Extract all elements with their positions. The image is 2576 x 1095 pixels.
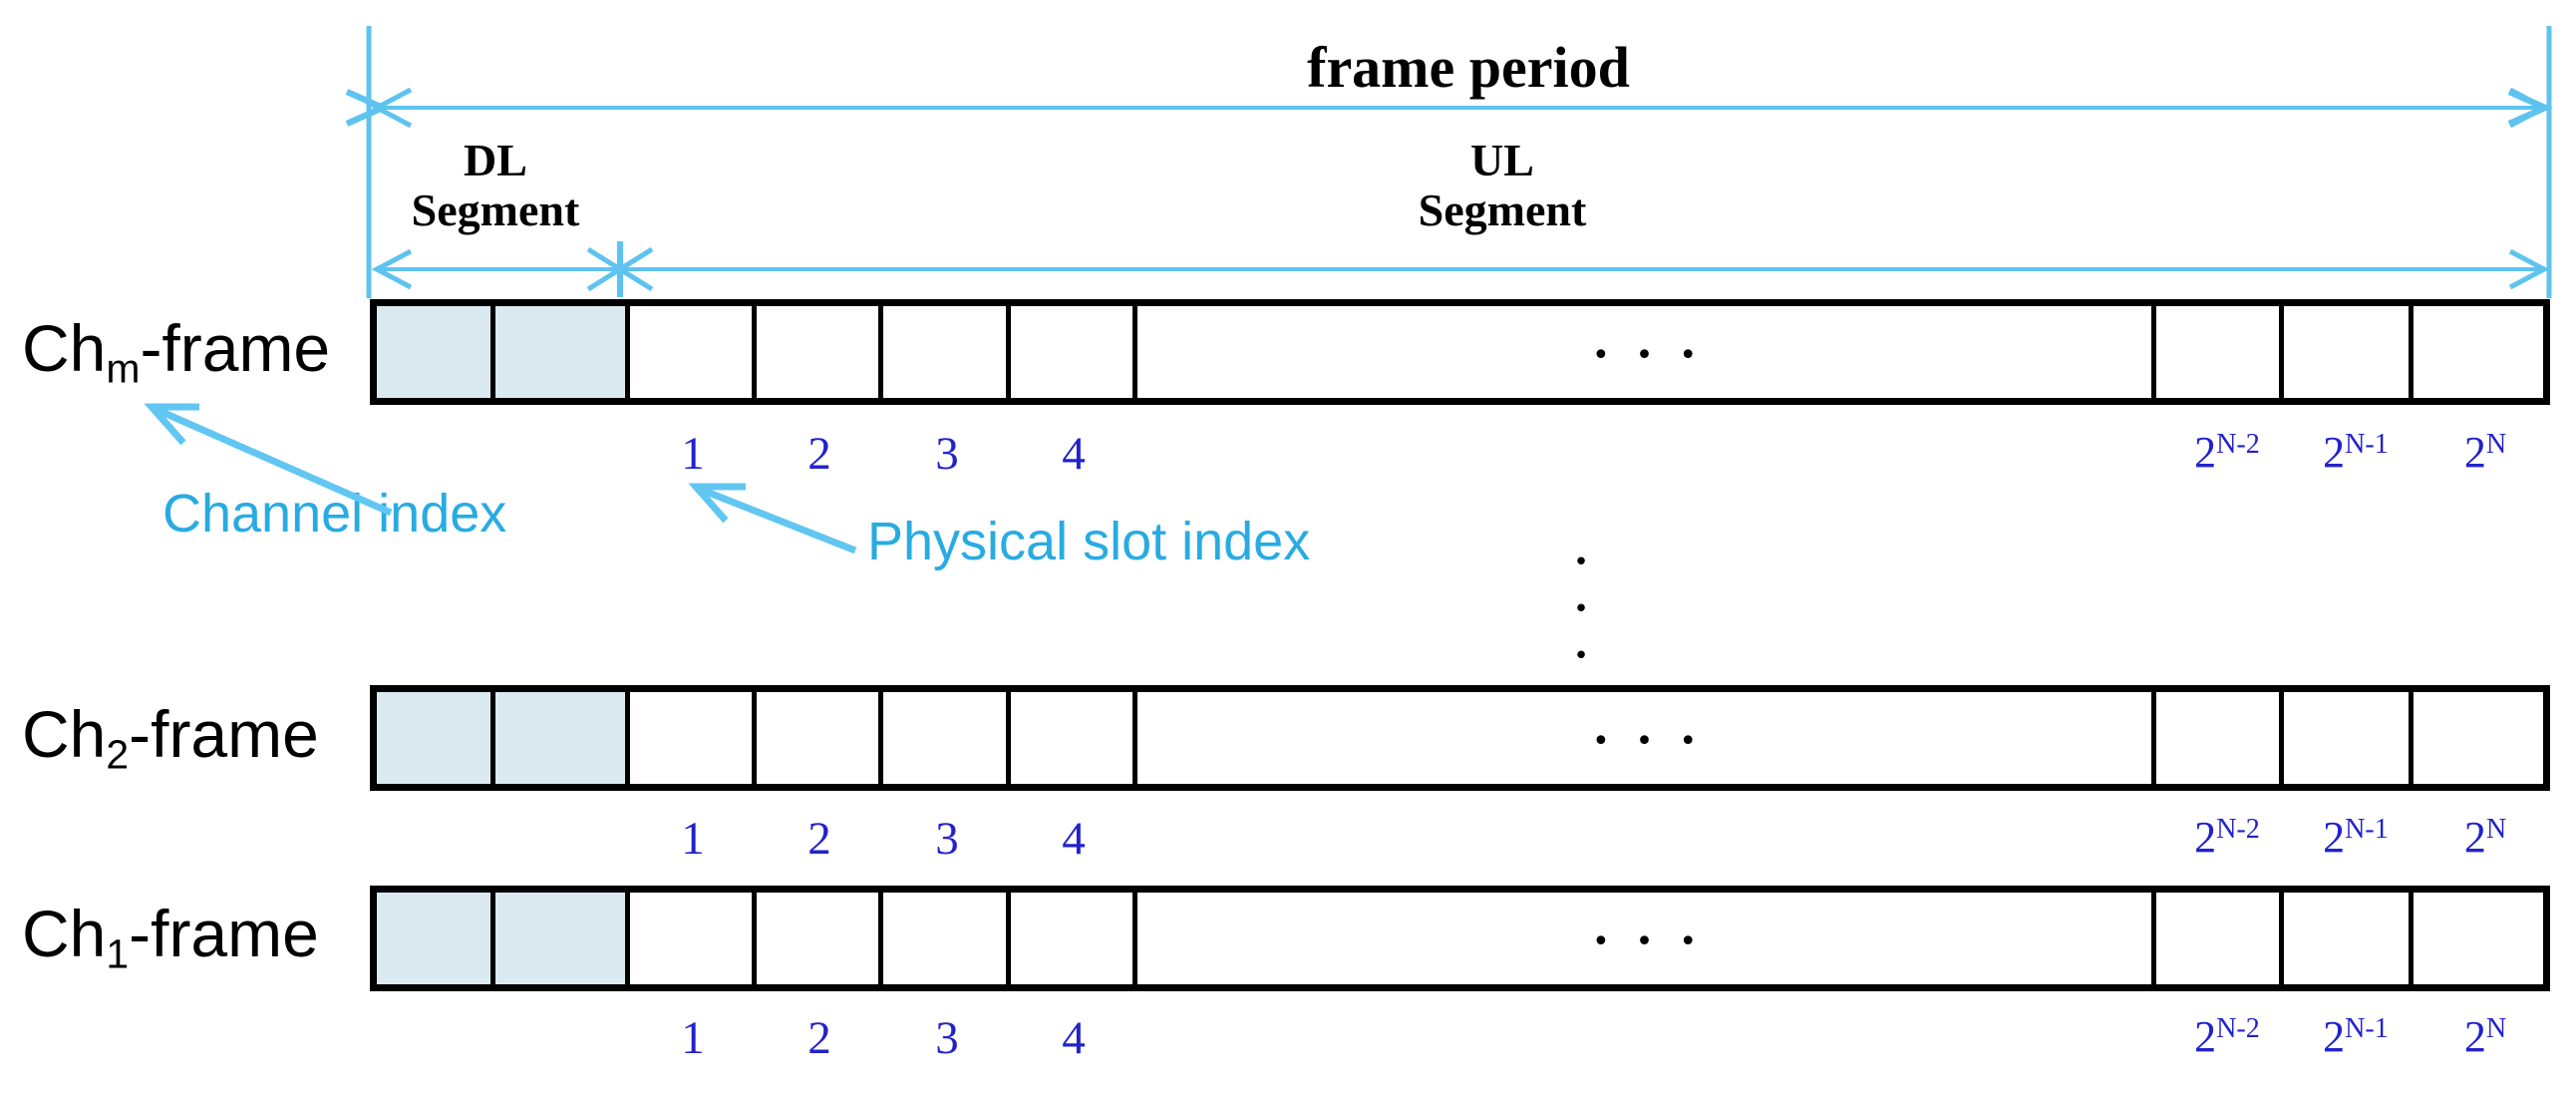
horizontal-ellipsis: •••: [1591, 723, 1724, 759]
physical-slot-arrowhead: [688, 483, 746, 524]
slot-index-2n: 2N: [2463, 813, 2507, 862]
dl-segment-label: DL Segment: [346, 136, 645, 235]
ul-slot-ellipsis: •••: [1137, 692, 2156, 784]
ul-slot-2n-2: [2156, 692, 2284, 784]
slot-index-2n-1: 2N-1: [2323, 813, 2389, 862]
dl-slot: [495, 306, 630, 398]
ul-slot-1: [630, 893, 757, 984]
channel-label-prefix: Ch: [22, 697, 107, 771]
channel-label-prefix: Ch: [22, 897, 107, 970]
ul-slot-ellipsis: •••: [1137, 893, 2156, 984]
channel-index-label: Channel index: [162, 484, 507, 544]
dl-slot: [377, 306, 495, 398]
channel-label-1: Ch1-frame: [22, 896, 351, 977]
ul-slot-2n: [2414, 306, 2543, 398]
ul-slot-2: [757, 893, 883, 984]
segment-arrowhead-right: [2508, 248, 2550, 290]
ul-slot-2n-1: [2284, 893, 2414, 984]
channel-label-suffix: -frame: [129, 897, 319, 970]
slot-index-1: 1: [681, 1012, 705, 1064]
ul-segment-line1: UL: [1470, 135, 1534, 185]
slot-index-2n-1: 2N-1: [2323, 428, 2389, 477]
ul-slot-4: [1011, 306, 1137, 398]
ul-slot-2: [757, 692, 883, 784]
slot-index-3: 3: [935, 813, 959, 865]
slot-index-4: 4: [1062, 428, 1086, 480]
slot-index-2n-2: 2N-2: [2194, 813, 2260, 862]
channel-label-sub: m: [106, 345, 141, 392]
ul-slot-2n: [2414, 893, 2543, 984]
slot-index-2n: 2N: [2463, 428, 2507, 477]
slot-index-1: 1: [681, 813, 705, 865]
slot-index-4: 4: [1062, 1012, 1086, 1064]
segment-arrowhead-left: [371, 248, 413, 290]
ul-slot-3: [883, 306, 1011, 398]
slot-index-4: 4: [1062, 813, 1086, 865]
dl-segment-line1: DL: [464, 135, 527, 185]
slot-index-2n-2: 2N-2: [2194, 1012, 2260, 1061]
slot-index-row-chm: 1 2 3 4 2N-2 2N-1 2N: [0, 427, 2576, 487]
channel-label-m: Chm-frame: [22, 310, 351, 392]
dl-segment-line2: Segment: [411, 184, 580, 235]
vertical-ellipsis: • • •: [1573, 548, 1589, 671]
ul-slot-2n-2: [2156, 306, 2284, 398]
ul-slot-2n-1: [2284, 306, 2414, 398]
ul-slot-1: [630, 692, 757, 784]
segment-split-arrowhead-ul: [615, 246, 654, 292]
slot-index-2: 2: [807, 428, 831, 480]
dl-slot: [377, 692, 495, 784]
ul-slot-4: [1011, 893, 1137, 984]
ul-slot-2n-1: [2284, 692, 2414, 784]
horizontal-ellipsis: •••: [1591, 337, 1724, 373]
slot-index-1: 1: [681, 428, 705, 480]
slot-index-2n-1: 2N-1: [2323, 1012, 2389, 1061]
ul-segment-label: UL Segment: [1303, 136, 1702, 235]
dl-slot: [495, 893, 630, 984]
segment-split-arrowhead-dl: [586, 246, 625, 292]
frame-bar-chm: •••: [370, 299, 2550, 405]
channel-label-suffix: -frame: [140, 311, 331, 385]
frame-bar-ch2: •••: [370, 685, 2550, 791]
horizontal-ellipsis: •••: [1591, 923, 1724, 959]
slot-index-row-ch2: 1 2 3 4 2N-2 2N-1 2N: [0, 812, 2576, 872]
dl-slot: [495, 692, 630, 784]
ul-slot-2: [757, 306, 883, 398]
ul-slot-2n-2: [2156, 893, 2284, 984]
channel-label-prefix: Ch: [22, 311, 107, 385]
slot-index-3: 3: [935, 1012, 959, 1064]
frame-bar-ch1: •••: [370, 886, 2550, 991]
channel-label-sub: 1: [106, 930, 130, 977]
slot-index-2: 2: [807, 1012, 831, 1064]
slot-index-3: 3: [935, 428, 959, 480]
ul-slot-3: [883, 692, 1011, 784]
ul-slot-3: [883, 893, 1011, 984]
physical-slot-index-label: Physical slot index: [867, 512, 1311, 571]
ul-slot-4: [1011, 692, 1137, 784]
physical-slot-arrow: [702, 487, 857, 554]
channel-label-suffix: -frame: [129, 697, 319, 771]
slot-index-2n: 2N: [2463, 1012, 2507, 1061]
frame-period-arrowhead-left: [371, 87, 413, 129]
slot-index-2: 2: [807, 813, 831, 865]
slot-index-2n-2: 2N-2: [2194, 428, 2260, 477]
channel-label-2: Ch2-frame: [22, 696, 351, 778]
ul-slot-2n: [2414, 692, 2543, 784]
slot-index-row-ch1: 1 2 3 4 2N-2 2N-1 2N: [0, 1011, 2576, 1071]
ul-slot-1: [630, 306, 757, 398]
frame-period-arrowhead-right: [2508, 87, 2550, 129]
dl-slot: [377, 893, 495, 984]
ul-slot-ellipsis: •••: [1137, 306, 2156, 398]
frame-period-title: frame period: [1307, 35, 1630, 100]
ul-segment-line2: Segment: [1418, 184, 1587, 235]
channel-label-sub: 2: [106, 731, 130, 778]
